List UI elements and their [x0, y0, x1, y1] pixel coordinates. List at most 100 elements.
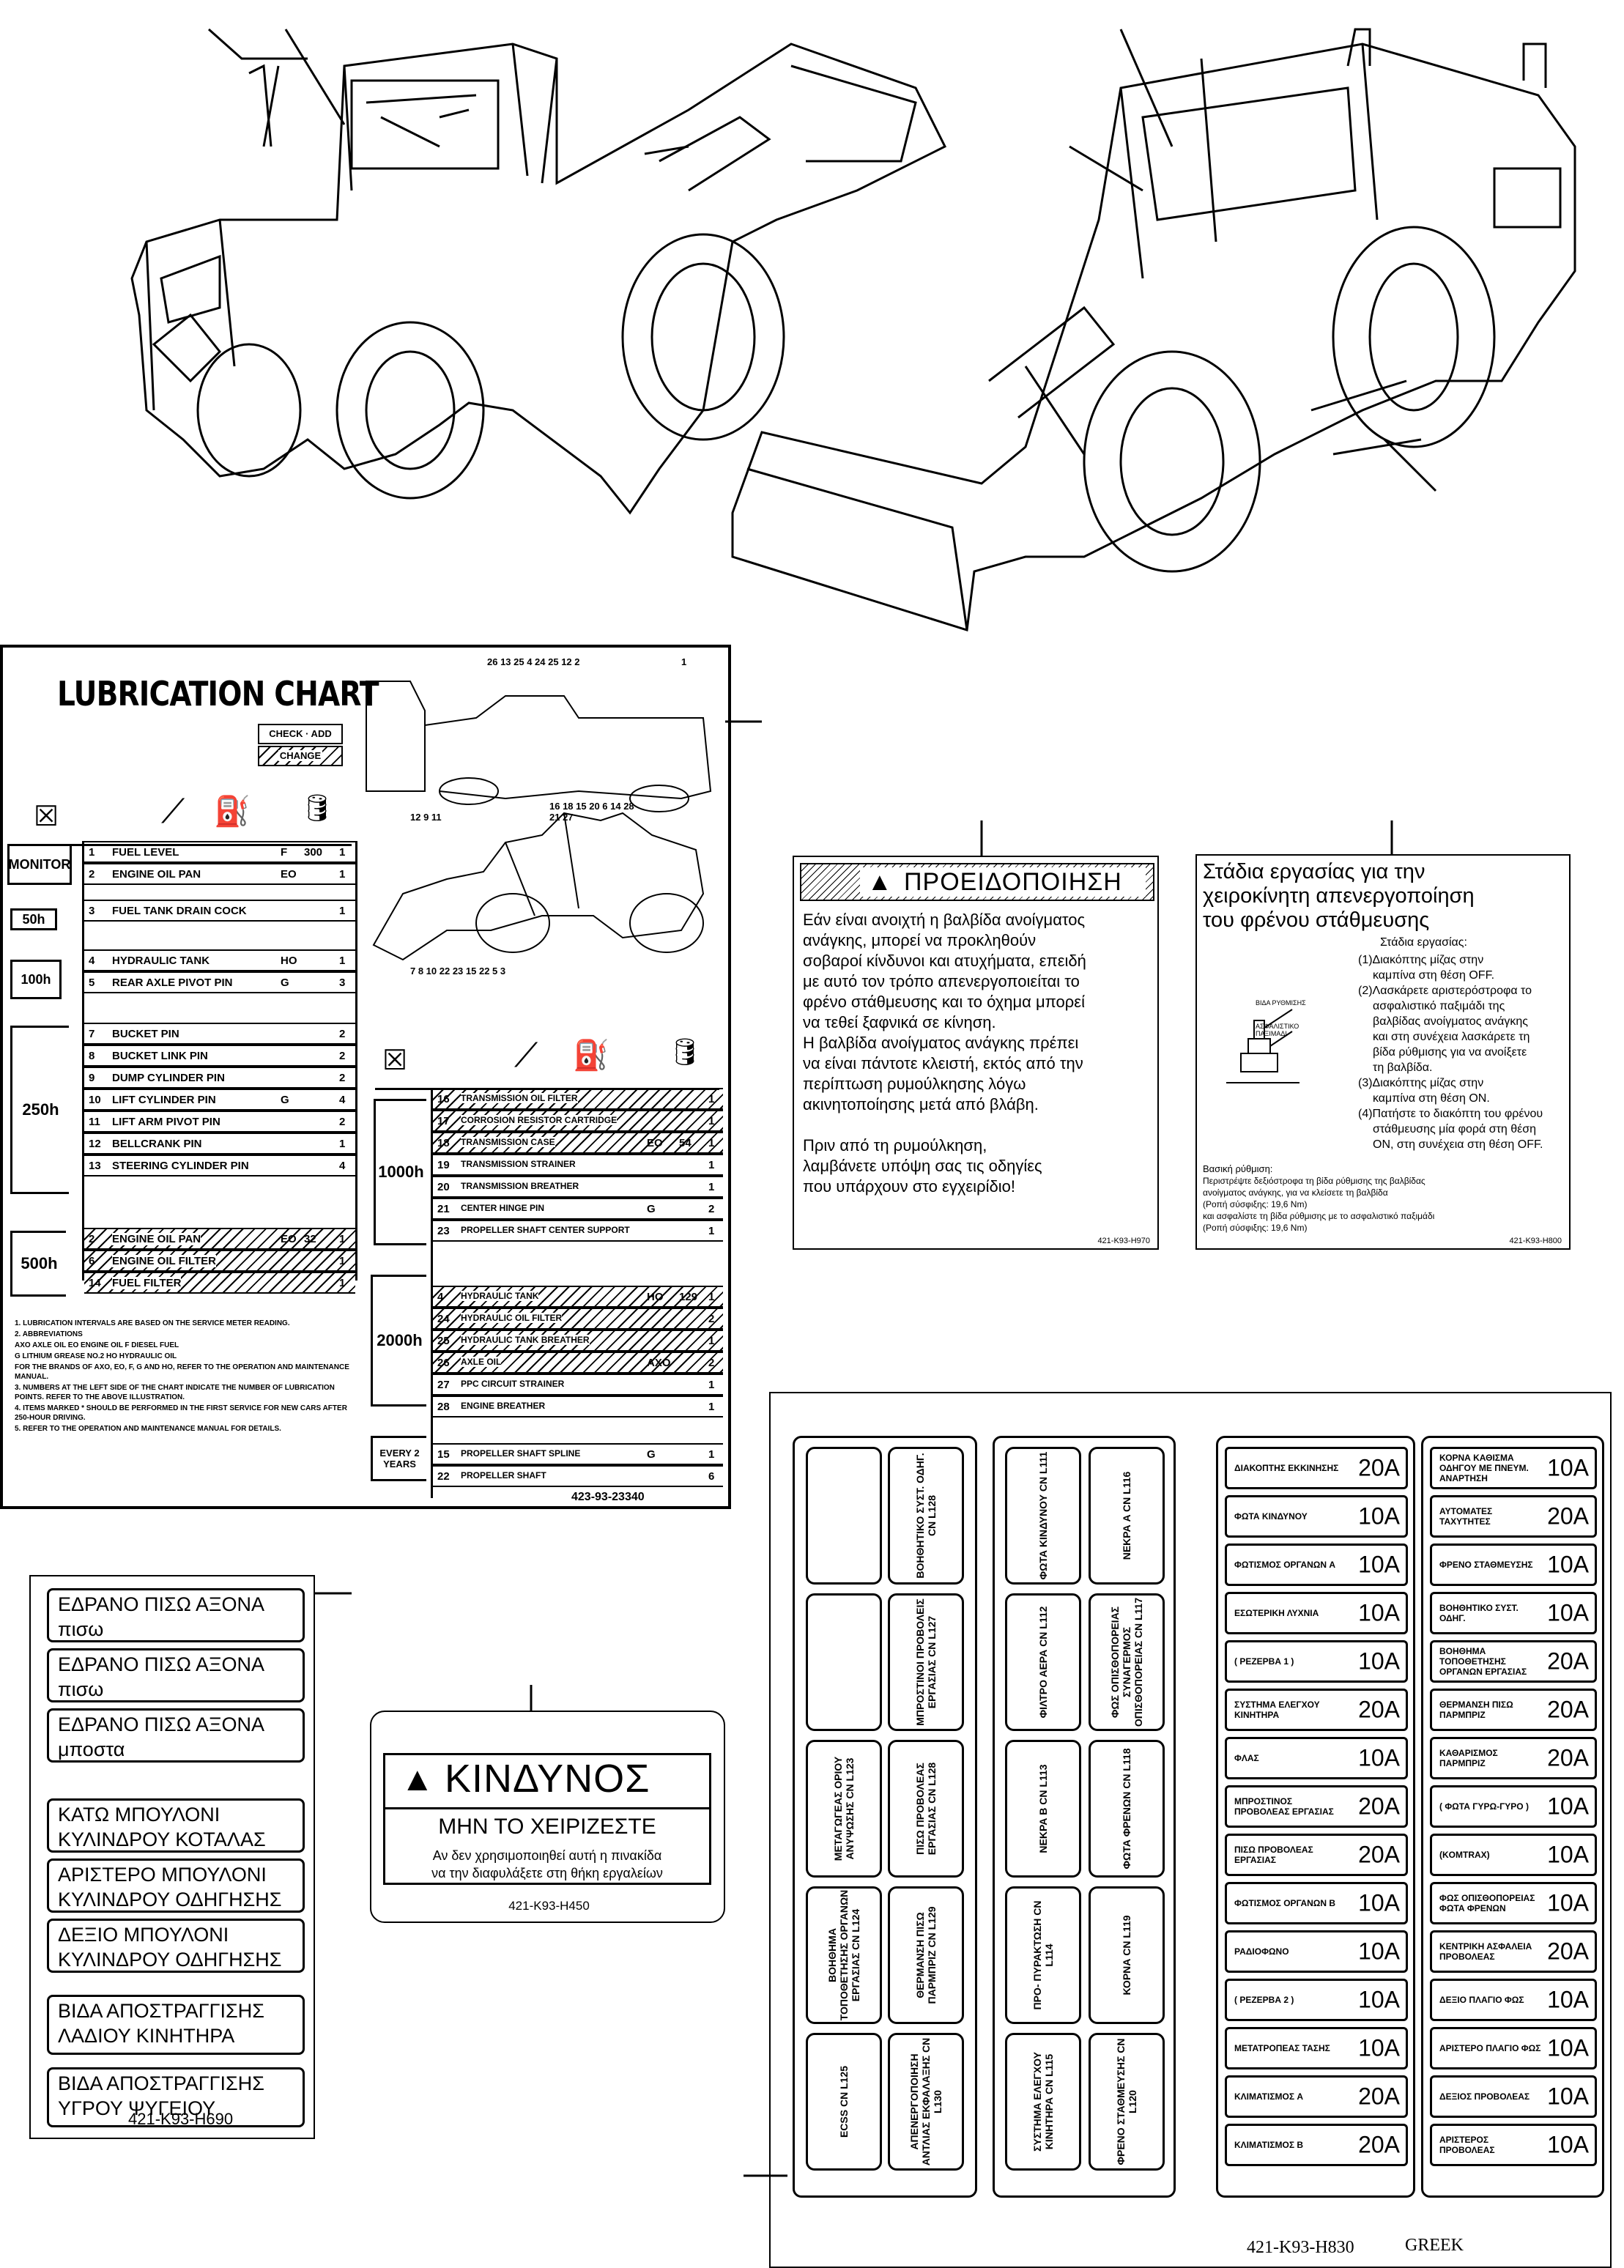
relay-text: ΦΙΛΤΡΟ ΑΕΡΑ CN L112: [1037, 1606, 1049, 1719]
lube-row-pts: 1: [708, 1137, 715, 1149]
fuse-amp: 20A: [1547, 1648, 1589, 1675]
warning-line: ακινητοποίησης μετά από βλάβη.: [803, 1095, 1039, 1113]
relay-cell: ΦΙΛΤΡΟ ΑΕΡΑ CN L112: [1005, 1593, 1081, 1731]
warning-line: [803, 1115, 1154, 1135]
lube-row-no: 12: [89, 1138, 101, 1150]
lube-row-no: 23: [437, 1225, 450, 1237]
lube-row-item: FUEL TANK DRAIN COCK: [112, 905, 247, 917]
lube-row-item: BELLCRANK PIN: [112, 1138, 202, 1150]
fuse-amp: 10A: [1358, 1551, 1400, 1578]
no-smoking-icon: ☒: [34, 801, 59, 832]
lube-row-pts: 2: [339, 1050, 346, 1062]
lube-row-pts: 1: [339, 846, 346, 859]
lube-row-no: 24: [437, 1313, 450, 1325]
basic-line: και ασφαλίστε τη βίδα ρύθμισης με το ασφ…: [1203, 1211, 1435, 1221]
fuse-amp: 20A: [1358, 1793, 1400, 1820]
fuse-name: ΦΩΤΑ ΚΙΝΔΥΝΟΥ: [1234, 1511, 1308, 1522]
nameplate-line: ΥΓΡΟΥ ΨΥΓΕΙΟΥ: [58, 2097, 216, 2119]
lube-row-item: PROPELLER SHAFT SPLINE: [461, 1448, 581, 1459]
lube-row-pts: 1: [339, 905, 346, 917]
nameplate-line: πισω: [58, 1678, 104, 1700]
fuse-part-number: 421-K93-H830: [1247, 2238, 1354, 2257]
lube-row-no: 16: [437, 1093, 450, 1105]
fuse-name: ΕΣΩΤΕΡΙΚΗ ΛΥΧΝΙΑ: [1234, 1608, 1319, 1618]
fuse-name: ( ΡΕΖΕΡΒΑ 1 ): [1234, 1656, 1294, 1667]
lube-row-item: CENTER HINGE PIN: [461, 1203, 545, 1213]
relay-cell: ΜΕΤΑΓΩΓΕΑΣ ΟΡΙΟΥ ΑΝΥΨΩΣΗΣ CN L123: [806, 1740, 882, 1878]
fuse-name: ΚΑΘΑΡΙΣΜΟΣ ΠΑΡΜΠΡΙΖ: [1439, 1748, 1498, 1768]
chart-leader-line: [725, 720, 762, 723]
lube-row-oil: EO: [281, 868, 297, 881]
lube-row-item: TRANSMISSION BREATHER: [461, 1181, 579, 1191]
warning-header: ▲ ΠΡΟΕΙΔΟΠΟΙΗΣΗ: [800, 863, 1154, 901]
lube-row-item: LIFT CYLINDER PIN: [112, 1094, 216, 1106]
svg-text:1: 1: [681, 656, 686, 667]
lube-row-item: ENGINE OIL PAN: [112, 868, 201, 881]
nameplate-line: ΚΥΛΙΝΔΡΟΥ ΚΟΤΑΛΑΣ: [58, 1828, 266, 1850]
relay-text: ΑΠΕΝΕΡΓΟΠΟΙΗΣΗ ΑΝΤΛΙΑΣ ΕΚΦΑΛΑΞΗΣ CN L130: [908, 2037, 943, 2166]
fuse-amp: 20A: [1358, 1454, 1400, 1481]
fuse-amp: 20A: [1358, 1841, 1400, 1868]
lube-row-oil: HO: [647, 1291, 664, 1303]
lube-row-pts: 2: [708, 1313, 715, 1325]
fuse-amp: 20A: [1547, 1502, 1589, 1530]
nameplate-line: ΛΑΔΙΟΥ ΚΙΝΗΤΗΡΑ: [58, 2025, 235, 2047]
nameplate-line: ΚΥΛΙΝΔΡΟΥ ΟΔΗΓΗΣΗΣ: [58, 1889, 282, 1911]
nameplate: ΕΔΡΑΝΟ ΠΙΣΩ ΑΞΟΝΑ πισω: [47, 1648, 305, 1702]
lube-row-item: ENGINE OIL PAN: [112, 1233, 201, 1245]
fuse-amp: 10A: [1547, 1841, 1589, 1868]
lube-row-qty: 54: [679, 1137, 692, 1149]
stages-step-line: (1)Διακόπτης μίζας στην: [1358, 954, 1484, 966]
loader-front-right-view: [731, 28, 1576, 631]
fuse-row: ΒΟΗΘΗΤΙΚΟ ΣΥΣΤ. ΟΔΗΓ.10A: [1430, 1592, 1597, 1634]
lube-row-pts: 4: [339, 1094, 346, 1106]
fuse-name: ΚΟΡΝΑ ΚΑΘΙΣΜΑ ΟΔΗΓΟΥ ΜΕ ΠΝΕΥΜ. ΑΝΑΡΤΗΣΗ: [1439, 1453, 1529, 1483]
loader-rear-left-view: [130, 42, 947, 515]
stages-title-line: χειροκίνητη απενεργοποίηση: [1203, 884, 1475, 908]
lube-row-no: 25: [437, 1335, 450, 1347]
oil-can-icon-2: ⛽: [573, 1040, 609, 1072]
lube-row-pts: 1: [708, 1335, 715, 1347]
warning-line: φρένο στάθμευσης και το όχημα μπορεί: [803, 993, 1085, 1011]
fuse-amp: 10A: [1358, 1744, 1400, 1771]
relay-text: ΝΕΚΡΑ A CN L116: [1121, 1471, 1132, 1560]
lube-row-no: 18: [437, 1137, 450, 1149]
chart-note: 1. LUBRICATION INTERVALS ARE BASED ON TH…: [15, 1319, 290, 1327]
lube-row-pts: 3: [339, 976, 346, 989]
fuse-amp: 10A: [1547, 2131, 1589, 2158]
lubrication-chart-title: LUBRICATION CHART: [57, 674, 379, 714]
relay-cell: ΠΙΣΩ ΠΡΟΒΟΛΕΑΣ ΕΡΓΑΣΙΑΣ CN L128: [888, 1740, 964, 1878]
lube-row-no: 8: [89, 1050, 95, 1062]
lube-row-item: PROPELLER SHAFT: [461, 1470, 546, 1480]
fuse-name: ΔΕΞΙΟΣ ΠΡΟΒΟΛΕΑΣ: [1439, 2091, 1530, 2102]
danger-part-number: 421-K93-H450: [508, 1899, 590, 1913]
warning-line: να τεθεί ξαφνικά σε κίνηση.: [803, 1013, 996, 1031]
oil-drop-icon: 🛢: [300, 793, 334, 823]
lube-row-pts: 2: [339, 1072, 346, 1084]
lube-row-pts: 1: [339, 1255, 346, 1267]
nameplate-line: ΚΥΛΙΝΔΡΟΥ ΟΔΗΓΗΣΗΣ: [58, 1949, 282, 1971]
legend-check-add: CHECK · ADD: [258, 724, 343, 744]
lube-row-item: HYDRAULIC OIL FILTER: [461, 1313, 563, 1323]
nameplate-line: ΕΔΡΑΝΟ ΠΙΣΩ ΑΞΟΝΑ: [58, 1653, 265, 1675]
stages-step-line: στάθμευσης μία φορά στη θέση: [1373, 1123, 1537, 1135]
